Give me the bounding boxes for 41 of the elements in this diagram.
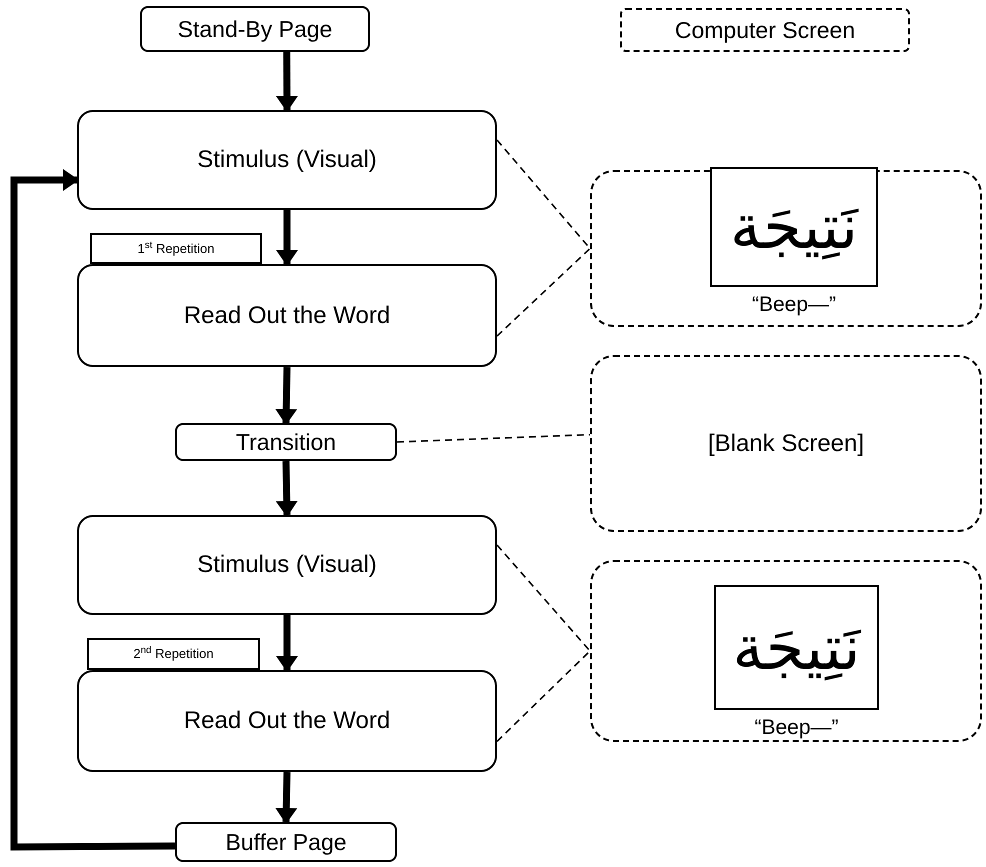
dashed-connector (396, 434, 590, 443)
dashed-connector (496, 248, 591, 337)
arrow (275, 366, 298, 425)
process-box (77, 110, 497, 210)
node-text: Buffer Page (225, 828, 347, 857)
process-box (77, 670, 497, 772)
arrow (276, 460, 298, 517)
node-text: Stimulus (Visual) (197, 550, 377, 580)
node-text: 2$^{nd}$ Repetition (133, 644, 214, 664)
screen-panel (590, 355, 982, 532)
sound-caption: “Beep—” (750, 292, 838, 318)
sound-caption: “Beep—” (753, 715, 840, 741)
screen-panel (590, 170, 982, 327)
node-text: Stimulus (Visual) (197, 145, 377, 175)
node-text: Transition (236, 428, 336, 457)
legend-box (620, 8, 910, 52)
arrow (276, 210, 298, 266)
node-text: Computer Screen (674, 16, 856, 45)
process-box (77, 515, 497, 615)
dashed-connector (496, 544, 591, 652)
tab-label (90, 233, 262, 264)
arrow (276, 615, 298, 672)
screen-panel (590, 560, 982, 742)
arabic-word: نَتِيجَة (730, 196, 858, 258)
process-box (140, 6, 370, 52)
arabic-word: نَتِيجَة (732, 616, 860, 678)
word-card (710, 167, 878, 287)
arrow (10, 169, 176, 851)
process-box (77, 264, 497, 367)
node-text: Read Out the Word (184, 706, 390, 736)
tab-label (87, 638, 260, 670)
node-text: Stand-By Page (178, 14, 332, 44)
process-box (175, 822, 397, 862)
node-text: 1$^{st}$ Repetition (138, 238, 214, 258)
arrow (276, 52, 298, 112)
word-card (714, 585, 879, 710)
node-text: Read Out the Word (184, 300, 390, 330)
node-text: [Blank Screen] (708, 428, 864, 458)
process-box (175, 423, 397, 461)
arrow (275, 772, 298, 824)
dashed-connector (496, 650, 591, 742)
